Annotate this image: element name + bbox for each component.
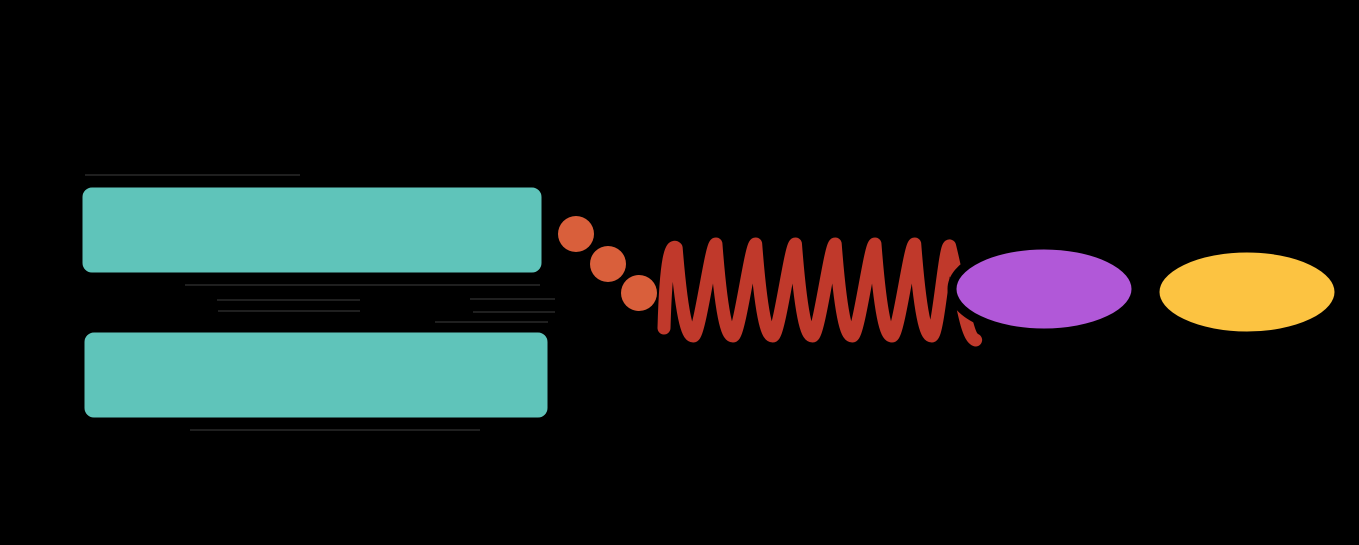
purple-ellipse: [947, 240, 1141, 338]
right-connector-arc: [531, 188, 594, 421]
lower-teal-bar: [75, 323, 557, 427]
ellipse-group: [947, 240, 1344, 341]
yellow-ellipse: [1150, 243, 1344, 341]
orange-dot-1: [558, 216, 594, 252]
upper-teal-bar: [73, 178, 551, 282]
orange-dot-2: [590, 246, 626, 282]
orange-dot-group: [553, 211, 662, 316]
orange-dot-3: [621, 275, 657, 311]
teal-bar-group: [73, 178, 557, 427]
faint-line-group: [85, 174, 555, 431]
red-squiggle-wave: [657, 237, 983, 347]
left-connector-arc: [25, 190, 91, 409]
